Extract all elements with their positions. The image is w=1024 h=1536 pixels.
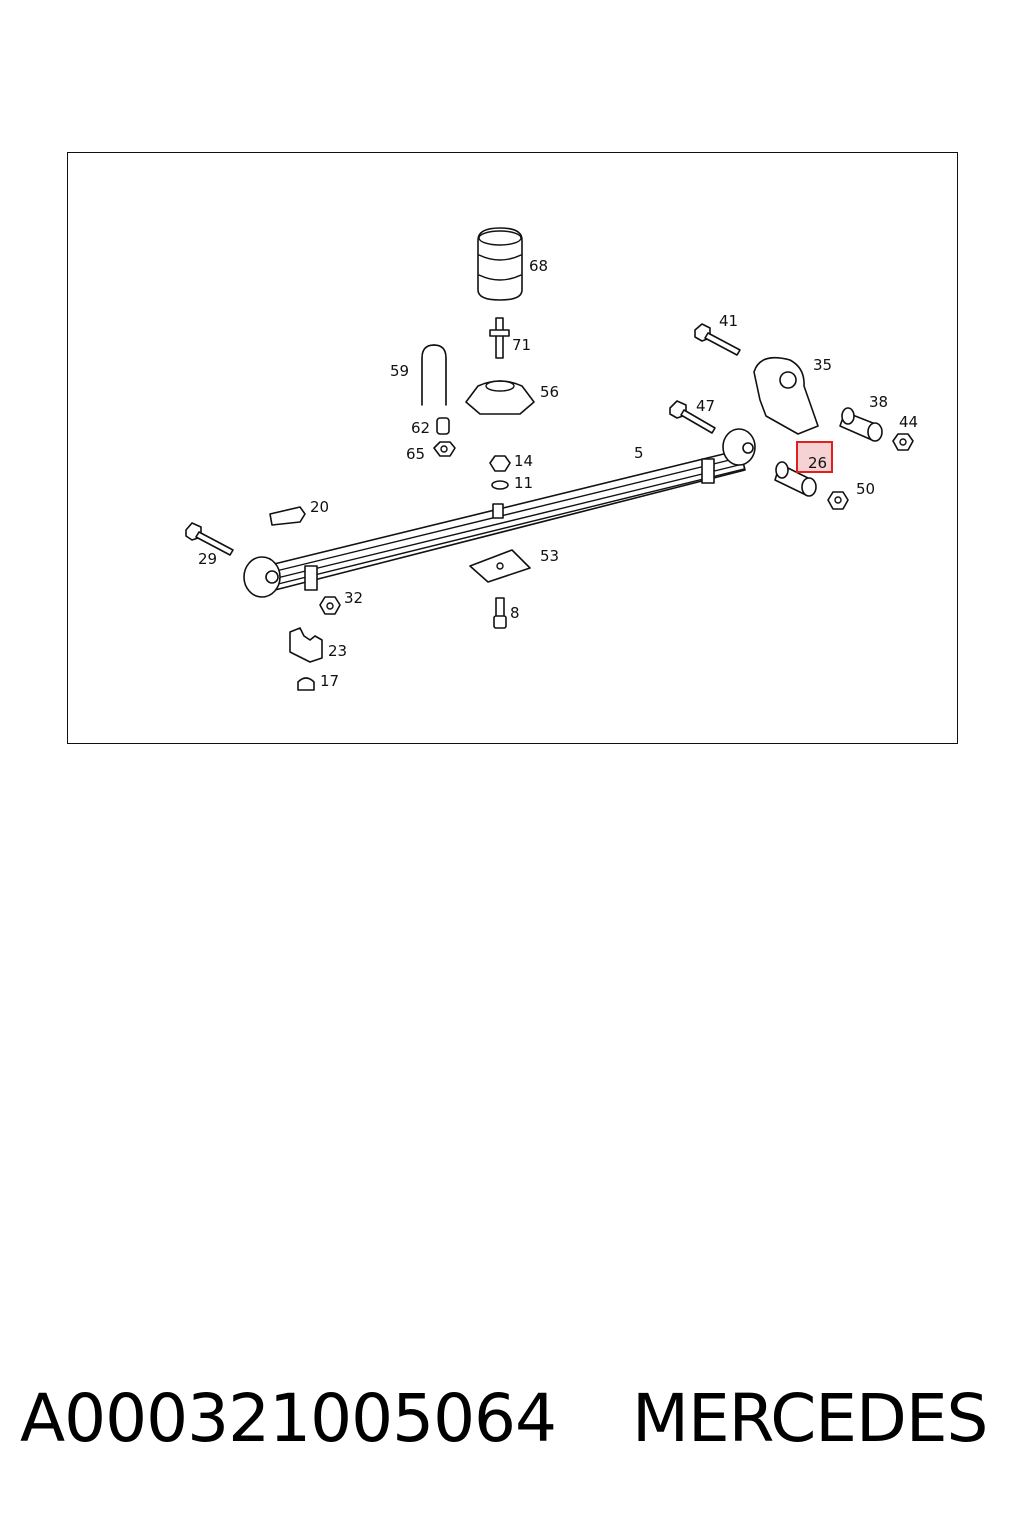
callout-41[interactable]: 41 [719, 312, 738, 330]
part-59-u-bolt[interactable] [421, 344, 447, 406]
callout-68[interactable]: 68 [529, 257, 548, 275]
callout-26[interactable]: 26 [808, 454, 827, 472]
callout-20[interactable]: 20 [310, 498, 329, 516]
callout-62[interactable]: 62 [411, 419, 430, 437]
part-71-stud[interactable] [489, 317, 510, 359]
part-44-nut[interactable] [892, 433, 914, 451]
part-41-bolt[interactable] [694, 323, 741, 356]
callout-47[interactable]: 47 [696, 397, 715, 415]
part-11-washer[interactable] [491, 480, 509, 490]
part-56-spring-pad[interactable] [465, 380, 535, 415]
part-number: A000321005064 [20, 1380, 557, 1457]
part-35-shackle[interactable] [753, 356, 819, 435]
callout-14[interactable]: 14 [514, 452, 533, 470]
part-62-sleeve[interactable] [436, 417, 450, 435]
callout-59[interactable]: 59 [390, 362, 409, 380]
highlight-box-26 [796, 441, 833, 473]
part-29-bolt[interactable] [185, 522, 234, 556]
part-23-bracket[interactable] [289, 627, 323, 663]
callout-32[interactable]: 32 [344, 589, 363, 607]
callout-50[interactable]: 50 [856, 480, 875, 498]
callout-65[interactable]: 65 [406, 445, 425, 463]
part-17-cap-nut[interactable] [297, 677, 315, 691]
part-68-bump-stop[interactable] [477, 227, 523, 301]
part-53-wedge-plate[interactable] [469, 549, 531, 583]
callout-29[interactable]: 29 [198, 550, 217, 568]
part-26-bushing[interactable] [774, 461, 817, 497]
part-65-nut[interactable] [433, 441, 456, 457]
part-14-nut[interactable] [489, 455, 511, 472]
callout-53[interactable]: 53 [540, 547, 559, 565]
part-47-bolt[interactable] [669, 400, 716, 434]
callout-17[interactable]: 17 [320, 672, 339, 690]
callout-38[interactable]: 38 [869, 393, 888, 411]
callout-71[interactable]: 71 [512, 336, 531, 354]
callout-8[interactable]: 8 [510, 604, 520, 622]
callout-35[interactable]: 35 [813, 356, 832, 374]
callout-11[interactable]: 11 [514, 474, 533, 492]
callout-44[interactable]: 44 [899, 413, 918, 431]
callout-23[interactable]: 23 [328, 642, 347, 660]
part-50-nut[interactable] [827, 491, 849, 510]
part-8-bolt[interactable] [493, 597, 507, 629]
part-38-bushing[interactable] [839, 407, 883, 442]
footer-caption: A000321005064 MERCEDES [0, 1380, 1024, 1470]
part-32-nut[interactable] [319, 596, 341, 615]
brand-name: MERCEDES [632, 1380, 988, 1457]
part-20-pad[interactable] [269, 506, 306, 526]
callout-56[interactable]: 56 [540, 383, 559, 401]
callout-5[interactable]: 5 [634, 444, 644, 462]
part-5-leaf-spring[interactable] [243, 428, 756, 598]
